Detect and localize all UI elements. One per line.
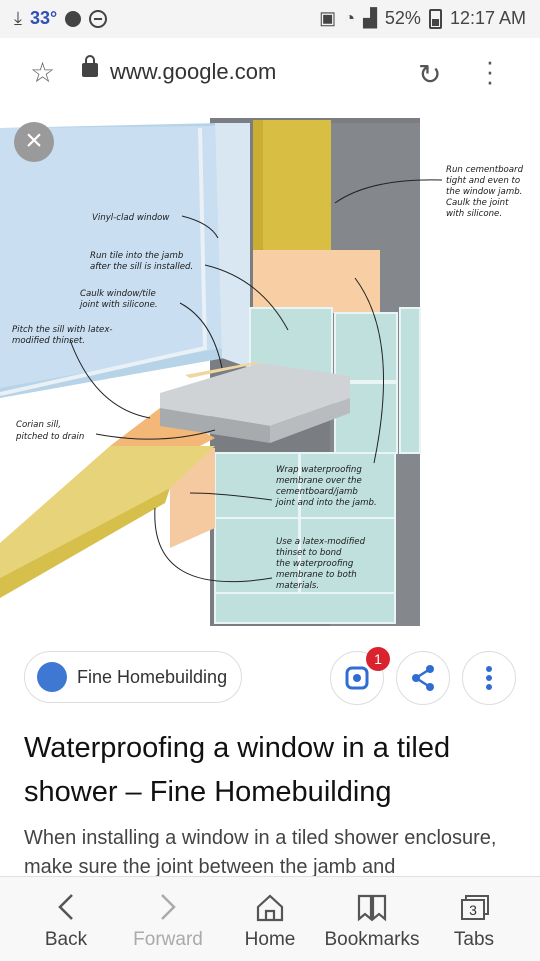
home-label: Home	[244, 929, 296, 950]
back-label: Back	[44, 929, 88, 950]
label-latex-4: membrane to both	[276, 570, 357, 580]
temperature: 33°	[29, 8, 58, 28]
tab-count: 3	[469, 902, 477, 918]
lens-button[interactable]	[330, 651, 384, 705]
tabs-icon: 3	[461, 895, 489, 920]
back-arrow-icon	[58, 894, 73, 920]
source-label: Fine Homebuilding	[77, 667, 228, 687]
reload-icon[interactable]: ↻	[418, 59, 442, 90]
forward-label: Forward	[133, 929, 203, 950]
label-vinyl-window: Vinyl-clad window	[92, 213, 170, 223]
download-icon: ⤓	[14, 8, 22, 28]
globe-icon	[37, 662, 67, 692]
lens-icon	[345, 666, 369, 690]
clock: 12:17 AM	[449, 8, 526, 28]
bottom-navigation: Back Forward Home Bookmarks 3 Tabs	[0, 876, 540, 961]
label-caulk-1: Caulk window/tile	[80, 289, 156, 299]
label-latex-2: thinset to bond	[276, 548, 342, 558]
label-corian-1: Corian sill,	[16, 420, 61, 430]
label-run-tile-2: after the sill is installed.	[90, 262, 193, 272]
label-wrap-3: cementboard/jamb	[276, 487, 358, 497]
wifi-icon: ◔	[344, 8, 356, 28]
label-cement-3: the window jamb.	[446, 187, 522, 197]
label-cement-5: with silicone.	[446, 209, 502, 219]
label-wrap-1: Wrap waterproofing	[276, 465, 362, 475]
home-icon	[256, 894, 284, 922]
battery-icon	[428, 8, 442, 29]
label-pitch-1: Pitch the sill with latex-	[12, 325, 113, 335]
label-corian-2: pitched to drain	[15, 432, 84, 442]
forward-arrow-icon	[161, 894, 176, 920]
result-title[interactable]: Waterproofing a window in a tiled shower…	[24, 732, 451, 808]
bookmark-star-icon[interactable]: ☆	[30, 57, 56, 88]
notification-badge: 1	[366, 647, 390, 671]
label-wrap-4: joint and into the jamb.	[275, 498, 377, 508]
more-vert-icon	[486, 666, 492, 690]
url-text[interactable]: www.google.com	[110, 59, 277, 84]
more-options-button[interactable]	[462, 651, 516, 705]
label-latex-1: Use a latex-modified	[276, 537, 366, 547]
home-button[interactable]: Home	[220, 877, 320, 961]
more-menu-icon[interactable]: ···	[485, 46, 495, 96]
tabs-button[interactable]: 3 Tabs	[424, 877, 524, 961]
sim-icon: ▣	[319, 8, 337, 28]
back-button[interactable]: Back	[16, 877, 116, 961]
lock-icon	[82, 55, 98, 77]
address-bar: ☆ www.google.com ↻ ···	[0, 38, 540, 109]
tabs-label: Tabs	[453, 929, 495, 950]
result-snippet: When installing a window in a tiled show…	[24, 827, 497, 876]
label-cement-2: tight and even to	[446, 176, 520, 186]
share-button[interactable]	[396, 651, 450, 705]
label-wrap-2: membrane over the	[276, 476, 362, 486]
label-run-tile-1: Run tile into the jamb	[90, 251, 184, 261]
image-preview[interactable]: Vinyl-clad window Run tile into the jamb…	[0, 108, 540, 628]
close-icon[interactable]: ×	[14, 122, 54, 162]
shower-window-diagram: Vinyl-clad window Run tile into the jamb…	[0, 108, 540, 628]
bookmarks-button[interactable]: Bookmarks	[322, 877, 422, 961]
label-latex-3: the waterproofing	[276, 559, 354, 569]
battery-percent: 52%	[384, 8, 421, 28]
label-caulk-2: joint with silicone.	[79, 300, 158, 310]
bookmarks-label: Bookmarks	[324, 929, 420, 950]
source-chip[interactable]: Fine Homebuilding	[24, 651, 242, 703]
do-not-disturb-icon	[89, 9, 108, 28]
label-cement-4: Caulk the joint	[446, 198, 509, 208]
bookmarks-icon	[357, 894, 387, 922]
status-bar: ⤓ 33° ▣ ◔ ▟ 52% 12:17 AM	[0, 0, 540, 38]
label-latex-5: materials.	[276, 581, 319, 591]
share-icon	[412, 665, 434, 691]
forward-button[interactable]: Forward	[118, 877, 218, 961]
label-cement-1: Run cementboard	[446, 165, 524, 175]
label-pitch-2: modified thinset.	[12, 336, 85, 346]
signal-icon: ▟	[363, 8, 377, 28]
circle-icon	[65, 10, 82, 27]
